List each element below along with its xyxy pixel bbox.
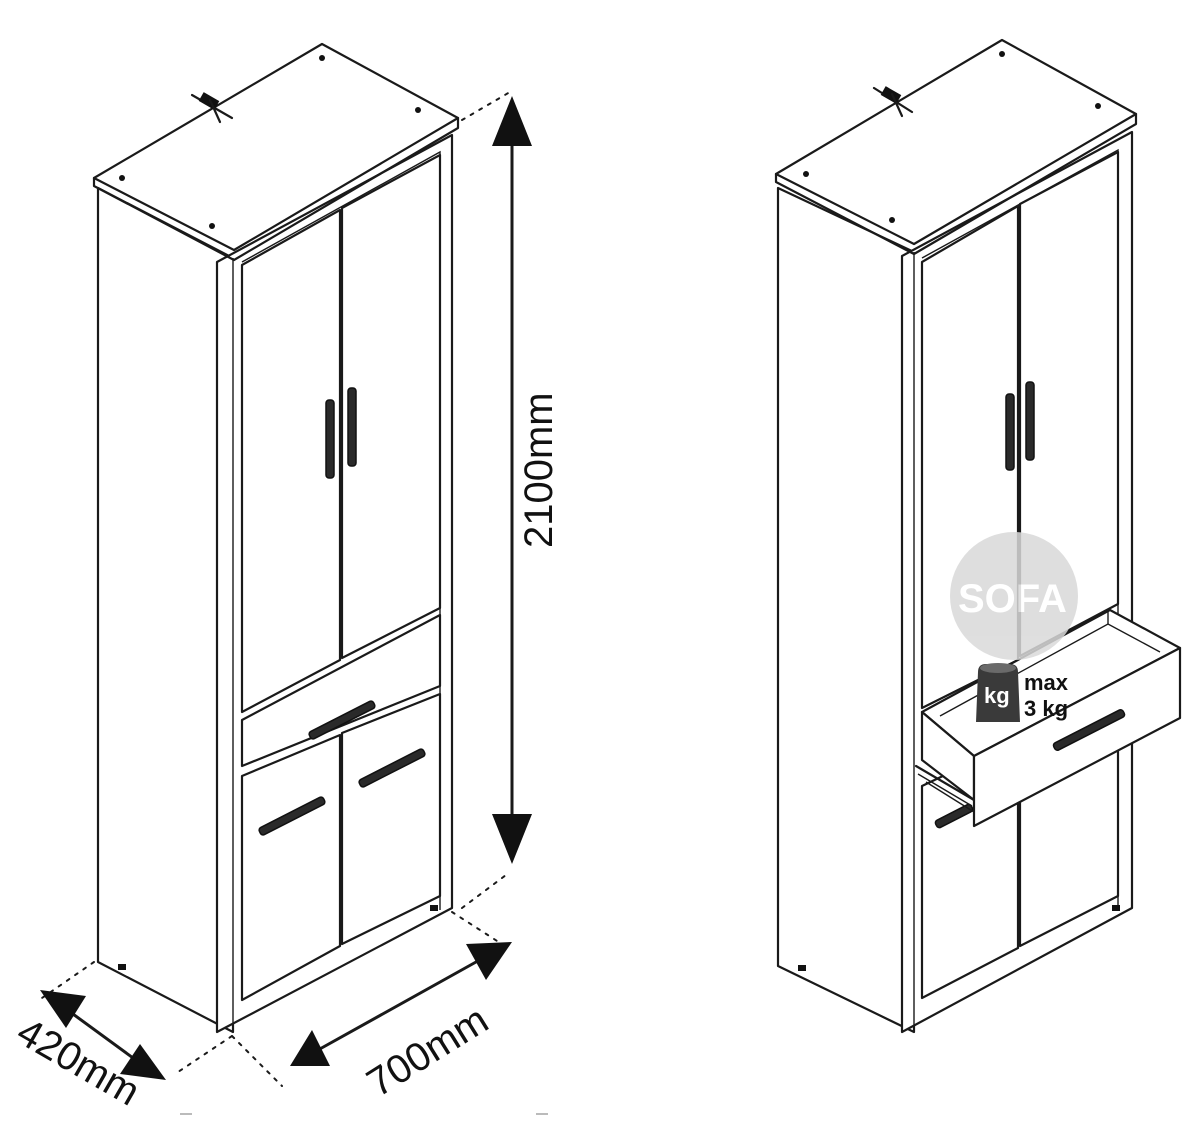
wall-bracket-icon <box>872 86 914 118</box>
left-upper-handle-2[interactable] <box>347 387 357 467</box>
right-lower-handle-1[interactable] <box>934 803 974 829</box>
right-upper-door-right[interactable] <box>1018 150 1120 658</box>
left-drawer-handle[interactable] <box>308 700 376 740</box>
right-drawer-handle[interactable] <box>1052 709 1126 752</box>
left-lower-handle-2[interactable] <box>358 748 426 788</box>
right-cabinet-side <box>776 186 916 1034</box>
right-upper-handle-2[interactable] <box>1025 381 1035 461</box>
max-load-line2: 3 kg <box>1024 696 1068 721</box>
wall-bracket-icon <box>190 92 234 124</box>
right-upper-handle-1[interactable] <box>1005 393 1015 471</box>
left-cabinet-side <box>96 186 235 1034</box>
left-upper-door-left[interactable] <box>240 208 342 714</box>
max-load-line1: max <box>1024 670 1069 695</box>
weight-load-indicator: kg max 3 kg <box>976 663 1069 722</box>
height-dimension: 2100mm <box>461 91 561 909</box>
height-label: 2100mm <box>517 392 561 548</box>
left-cabinet <box>92 42 460 1034</box>
weight-badge-text: kg <box>984 683 1010 708</box>
right-cabinet: kg max 3 kg SOFA <box>774 38 1182 1034</box>
weight-icon <box>976 664 1020 722</box>
watermark-text: SOFA <box>958 577 1067 621</box>
left-upper-door-right[interactable] <box>340 153 442 660</box>
left-drawer-front[interactable] <box>240 613 442 768</box>
watermark-logo: SOFA <box>950 532 1078 660</box>
left-upper-handle-1[interactable] <box>325 399 335 479</box>
left-lower-handle-1[interactable] <box>258 796 326 836</box>
depth-label: 420mm <box>10 1010 148 1115</box>
